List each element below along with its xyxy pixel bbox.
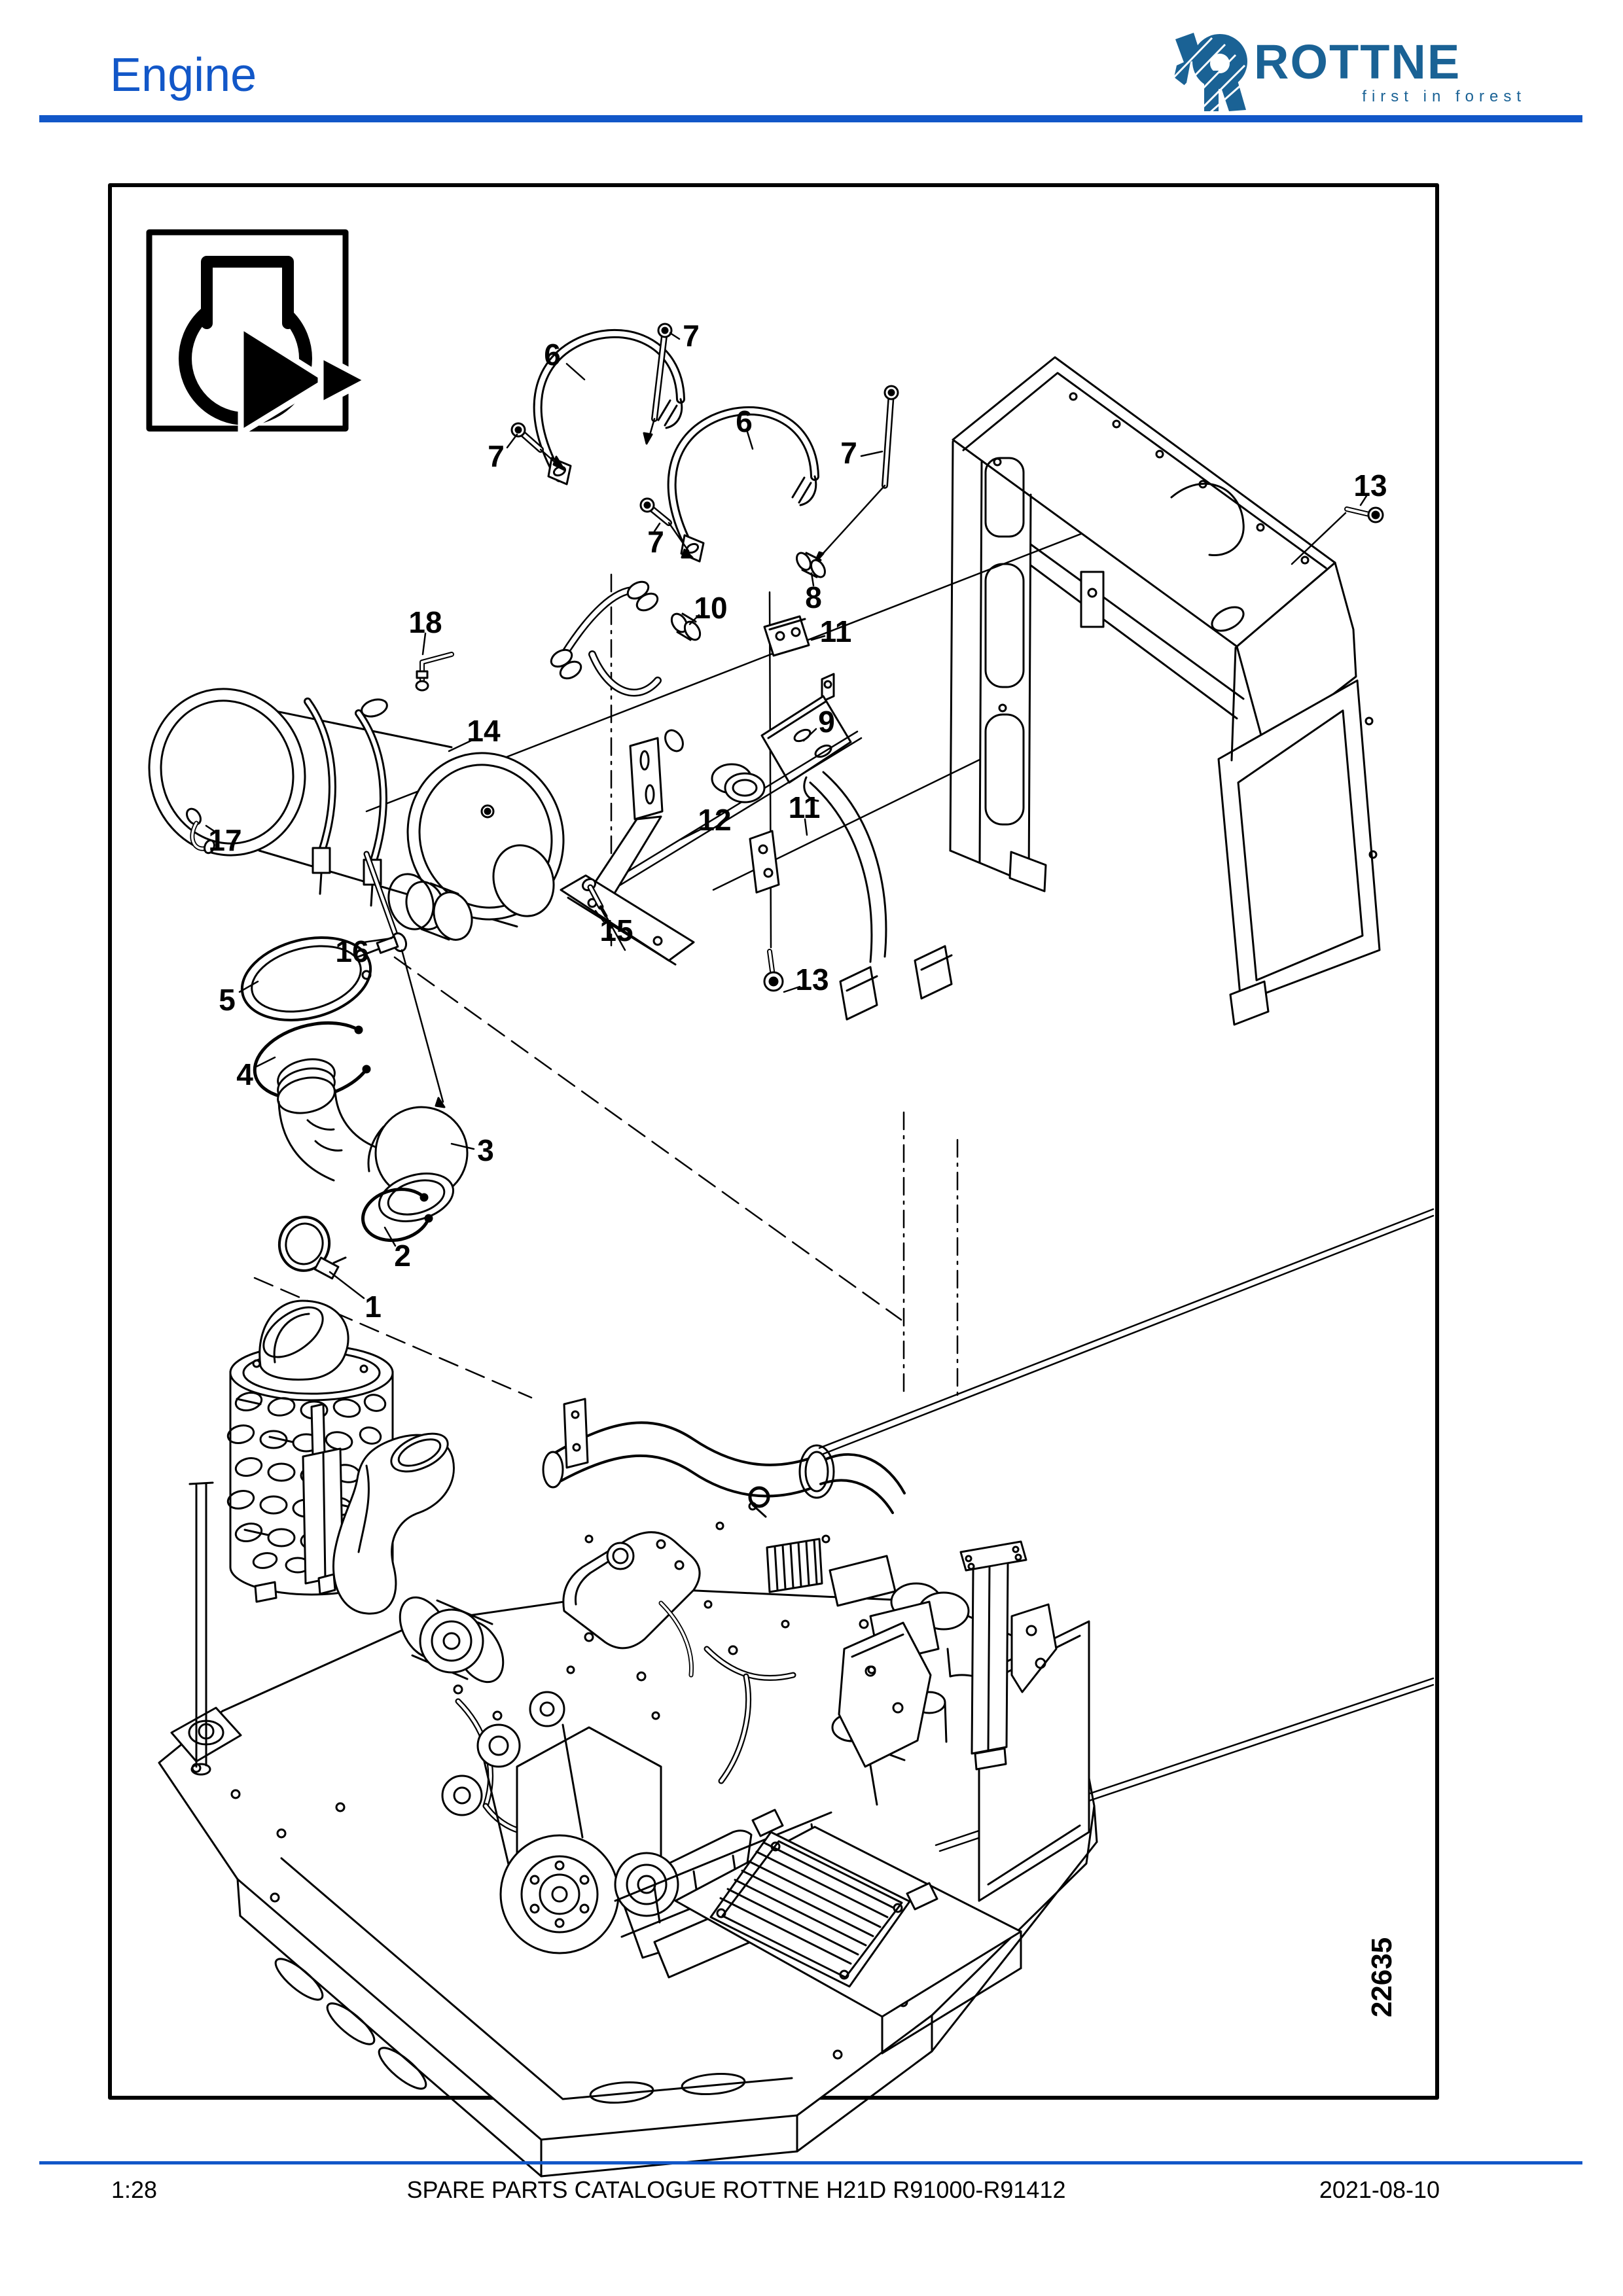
footer-rule	[39, 2161, 1582, 2164]
screw-13a	[1291, 506, 1384, 565]
screw-13b	[763, 949, 784, 992]
part-callout-13: 13	[795, 963, 829, 997]
bolt-7b	[510, 422, 565, 471]
part-callout-6: 6	[736, 404, 753, 438]
bolt-7a	[643, 323, 673, 445]
part-callout-8: 8	[805, 580, 822, 614]
part-callout-7: 7	[840, 436, 857, 470]
rottne-r-logo-icon	[1170, 33, 1251, 118]
bracket-11a	[763, 615, 810, 657]
part-callout-14: 14	[467, 714, 501, 748]
brand-tagline: first in forest	[1362, 88, 1526, 105]
part-callout-7: 7	[647, 525, 664, 559]
part-callout-9: 9	[818, 705, 835, 739]
leader-lines	[205, 332, 1368, 1299]
ring-2	[361, 1188, 433, 1243]
brand-name: ROTTNE	[1254, 35, 1461, 89]
v-clamp-5	[240, 936, 399, 1022]
sensor-17	[186, 807, 215, 855]
support-post	[959, 1540, 1090, 1902]
handle-assembly	[550, 580, 702, 697]
part-callout-3: 3	[477, 1133, 494, 1167]
bracket-11b	[749, 771, 953, 1021]
footer-page-ref: 1:28	[111, 2176, 158, 2203]
part-callout-11: 11	[788, 790, 821, 824]
part-callout-2: 2	[394, 1239, 411, 1273]
footer-catalogue-title: SPARE PARTS CATALOGUE ROTTNE H21D R91000…	[406, 2176, 1066, 2203]
figure-number: 22635	[1366, 1937, 1398, 2018]
pipe-flange	[588, 729, 863, 903]
grille-plate	[674, 1809, 1022, 2055]
bolt-7c	[639, 497, 694, 559]
footer-date: 2021-08-10	[1319, 2176, 1440, 2203]
part-callout-12: 12	[698, 803, 732, 837]
rotate-clockwise-icon	[146, 229, 371, 436]
muffler-guard	[188, 1299, 394, 1776]
part-callout-6: 6	[544, 338, 561, 372]
sensor-15	[581, 877, 626, 951]
spacer-8	[796, 552, 826, 578]
part-callout-10: 10	[694, 591, 728, 625]
part-callout-17: 17	[208, 823, 242, 857]
part-callout-15: 15	[599, 913, 633, 947]
part-callout-18: 18	[408, 605, 442, 639]
part-callout-13: 13	[1353, 468, 1387, 503]
part-callout-11: 11	[819, 614, 852, 648]
clamp-band-6b	[667, 406, 819, 563]
part-callout-5: 5	[219, 983, 236, 1017]
header-rule	[39, 115, 1582, 122]
page-title: Engine	[110, 49, 257, 101]
breather-pipe-18	[415, 652, 454, 692]
part-callout-16: 16	[335, 934, 369, 968]
part-callout-4: 4	[236, 1057, 253, 1091]
sleeve-10	[670, 612, 702, 641]
brand-logo	[1169, 29, 1535, 118]
bracket-9	[760, 673, 852, 784]
part-callout-7: 7	[488, 439, 505, 473]
air-cleaner-14	[148, 688, 565, 941]
part-callout-7: 7	[683, 319, 700, 353]
part-callout-1: 1	[365, 1290, 382, 1324]
elbow-pipe-3	[277, 1058, 469, 1222]
hood-frame	[949, 356, 1381, 1026]
